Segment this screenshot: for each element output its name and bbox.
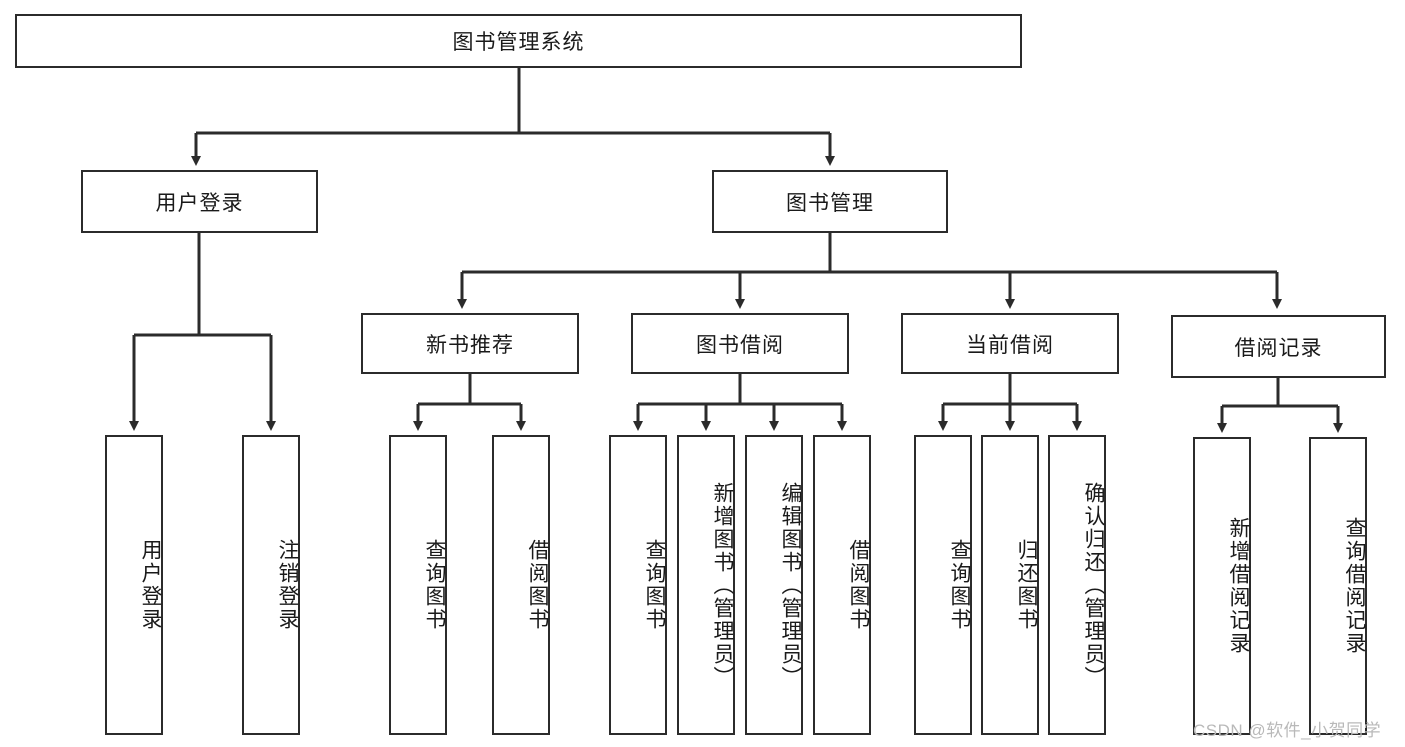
node-label: 图书借阅: [696, 333, 784, 357]
node-leaf-return-book[interactable]: 归还图书: [981, 435, 1039, 735]
node-label: 归还图书: [1015, 539, 1038, 631]
node-label: 用户登录: [155, 191, 244, 215]
node-label: 查询图书: [643, 539, 666, 631]
node-leaf-edit-book[interactable]: 编辑图书（管理员）: [745, 435, 803, 735]
node-leaf-logout-login[interactable]: 注销登录: [242, 435, 300, 735]
node-book-borrow[interactable]: 图书借阅: [631, 313, 849, 374]
node-root-system[interactable]: 图书管理系统: [15, 14, 1022, 68]
node-leaf-borrow-book-1[interactable]: 借阅图书: [492, 435, 550, 735]
node-leaf-query-book-3[interactable]: 查询图书: [914, 435, 972, 735]
node-label: 新增借阅记录: [1227, 517, 1250, 655]
node-leaf-confirm-return[interactable]: 确认归还（管理员）: [1048, 435, 1106, 735]
node-label: 借阅记录: [1234, 336, 1323, 360]
node-label: 图书管理: [786, 191, 874, 215]
node-user-login[interactable]: 用户登录: [81, 170, 318, 233]
csdn-watermark: CSDN @软件_小贺同学: [1193, 721, 1382, 740]
node-leaf-query-book-1[interactable]: 查询图书: [389, 435, 447, 735]
node-label: 用户登录: [139, 539, 162, 631]
node-label: 注销登录: [276, 539, 299, 631]
node-label: 查询图书: [948, 539, 971, 631]
node-leaf-borrow-book-2[interactable]: 借阅图书: [813, 435, 871, 735]
node-new-book-recommend[interactable]: 新书推荐: [361, 313, 579, 374]
node-leaf-add-book[interactable]: 新增图书（管理员）: [677, 435, 735, 735]
node-label: 新增图书（管理员）: [711, 481, 734, 689]
node-label: 借阅图书: [526, 539, 549, 631]
node-label: 借阅图书: [847, 539, 870, 631]
node-leaf-query-book-2[interactable]: 查询图书: [609, 435, 667, 735]
node-leaf-query-record[interactable]: 查询借阅记录: [1309, 437, 1367, 735]
node-label: 查询借阅记录: [1343, 517, 1366, 655]
node-label: 查询图书: [423, 539, 446, 631]
node-label: 新书推荐: [426, 333, 514, 357]
node-leaf-user-login[interactable]: 用户登录: [105, 435, 163, 735]
node-label: 确认归还（管理员）: [1082, 481, 1105, 689]
node-label: 当前借阅: [966, 333, 1054, 357]
node-borrow-record[interactable]: 借阅记录: [1171, 315, 1386, 378]
node-leaf-add-record[interactable]: 新增借阅记录: [1193, 437, 1251, 735]
node-book-management[interactable]: 图书管理: [712, 170, 948, 233]
node-label: 图书管理系统: [452, 31, 585, 54]
node-label: 编辑图书（管理员）: [779, 481, 802, 689]
node-current-borrow[interactable]: 当前借阅: [901, 313, 1119, 374]
